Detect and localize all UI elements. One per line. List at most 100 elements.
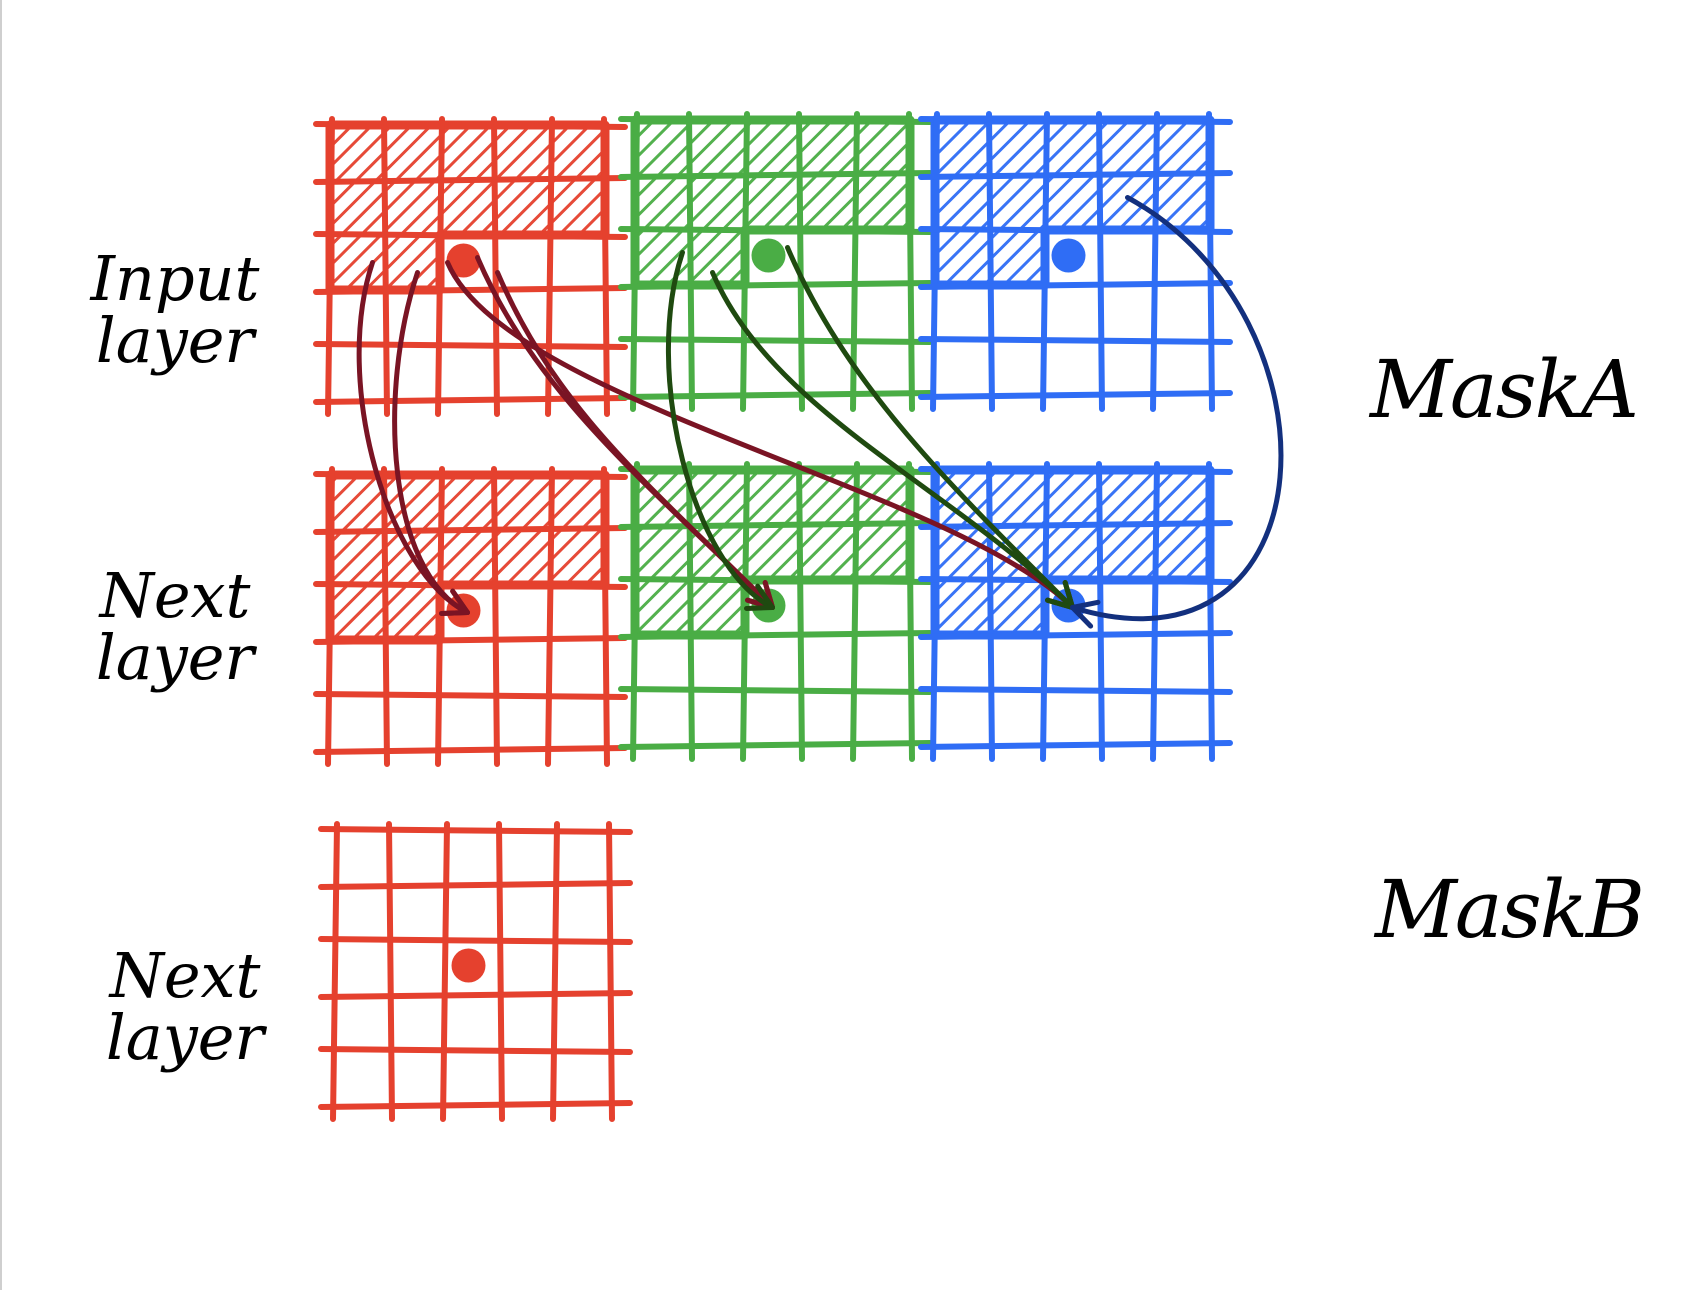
grid-line-vertical	[325, 116, 335, 417]
grid-line-vertical	[796, 111, 805, 412]
grid-line-vertical	[930, 461, 940, 762]
arrow-input-blue-to-next-blue	[1070, 195, 1284, 629]
grid-line-horizontal	[618, 336, 933, 345]
grid-line-horizontal	[313, 471, 628, 480]
grid-line-horizontal	[918, 336, 1233, 345]
grid-line-horizontal	[918, 390, 1233, 400]
arrows-layer	[356, 195, 1284, 629]
grid-line-vertical	[1096, 461, 1105, 762]
grid-line-vertical	[491, 116, 500, 417]
target-pixel	[446, 243, 481, 278]
grid-line-vertical	[740, 111, 750, 412]
grid-line-vertical	[1096, 111, 1105, 412]
grid-line-horizontal	[318, 1046, 633, 1055]
grid-line-horizontal	[918, 576, 1233, 585]
grid-line-horizontal	[618, 170, 933, 180]
next-layer-label-mask-b: Next layer	[105, 939, 265, 1074]
grid-line-horizontal	[313, 341, 628, 350]
hatched-region	[330, 475, 605, 640]
grid-line-vertical	[930, 111, 940, 412]
grid-line-vertical	[545, 466, 555, 767]
grid-line-vertical	[796, 461, 805, 762]
grid-line-horizontal	[918, 280, 1233, 290]
grid-line-horizontal	[313, 525, 628, 535]
grid-line-horizontal	[918, 686, 1233, 695]
grid-line-vertical	[630, 461, 640, 762]
arrow-path	[392, 270, 470, 615]
grid-line-vertical	[1040, 461, 1050, 762]
grid-line-vertical	[740, 461, 750, 762]
grid-line-horizontal	[313, 691, 628, 700]
grid-line-horizontal	[618, 686, 933, 695]
grid-line-horizontal	[618, 466, 933, 475]
grid-line-horizontal	[918, 466, 1233, 475]
grid-line-vertical	[386, 821, 395, 1122]
grid-panel-maskb-red	[318, 821, 633, 1122]
panels-layer	[313, 111, 1233, 1122]
grid-line-horizontal	[318, 1100, 633, 1110]
grid-panel-next-red	[313, 466, 628, 767]
grid-panel-input-blue	[918, 111, 1233, 412]
grid-line-horizontal	[618, 576, 933, 585]
grid-line-horizontal	[318, 880, 633, 890]
arrow-path	[665, 250, 775, 610]
grid-line-vertical	[986, 461, 995, 762]
grid-line-horizontal	[318, 990, 633, 1000]
arrow-input-red-to-next-red	[392, 270, 470, 616]
grid-line-vertical	[850, 111, 860, 412]
grid-line-horizontal	[318, 936, 633, 945]
grid-line-vertical	[330, 821, 340, 1122]
target-pixel	[751, 238, 786, 273]
target-pixel	[1051, 238, 1086, 273]
grid-line-vertical	[435, 116, 445, 417]
grid-line-vertical	[496, 821, 505, 1122]
grid-line-vertical	[1040, 111, 1050, 412]
grid-line-vertical	[986, 111, 995, 412]
grid-line-vertical	[686, 111, 695, 412]
hatched-region	[935, 120, 1210, 285]
grid-panel-next-green	[618, 461, 933, 762]
grid-line-vertical	[601, 116, 610, 417]
grid-line-vertical	[1150, 461, 1160, 762]
grid-line-vertical	[325, 466, 335, 767]
grid-line-horizontal	[918, 630, 1233, 640]
grid-line-horizontal	[918, 170, 1233, 180]
grid-line-horizontal	[313, 745, 628, 755]
hatched-region	[330, 125, 605, 290]
hatched-region	[935, 470, 1210, 635]
grid-line-horizontal	[318, 826, 633, 835]
grid-line-horizontal	[618, 740, 933, 750]
hatched-region	[635, 470, 910, 635]
grid-line-vertical	[1206, 111, 1215, 412]
grid-line-horizontal	[313, 635, 628, 645]
grid-line-horizontal	[618, 390, 933, 400]
arrowhead	[1070, 599, 1101, 629]
grid-line-vertical	[440, 821, 450, 1122]
grid-line-vertical	[435, 466, 445, 767]
grid-line-vertical	[630, 111, 640, 412]
grid-line-horizontal	[918, 116, 1233, 125]
grid-line-vertical	[1206, 461, 1215, 762]
grid-line-horizontal	[618, 630, 933, 640]
grid-line-horizontal	[618, 226, 933, 235]
arrow-input-green-to-next-green	[665, 250, 775, 611]
grid-line-vertical	[381, 466, 390, 767]
grid-line-horizontal	[313, 175, 628, 185]
grid-line-vertical	[550, 821, 560, 1122]
arrow-path	[445, 260, 1075, 610]
arrowhead	[439, 588, 470, 616]
arrow-path	[1070, 195, 1284, 622]
grid-line-horizontal	[313, 121, 628, 130]
grid-line-horizontal	[313, 581, 628, 590]
grid-line-vertical	[906, 111, 915, 412]
target-pixel	[451, 948, 486, 983]
grid-line-horizontal	[918, 740, 1233, 750]
mask-a-label: MaskA	[1370, 343, 1639, 436]
next-layer-label-mask-a: Next layer	[95, 559, 255, 694]
arrowhead	[744, 583, 775, 611]
grid-line-horizontal	[918, 520, 1233, 530]
grid-line-vertical	[606, 821, 615, 1122]
grid-line-horizontal	[313, 285, 628, 295]
hatched-region	[635, 120, 910, 285]
